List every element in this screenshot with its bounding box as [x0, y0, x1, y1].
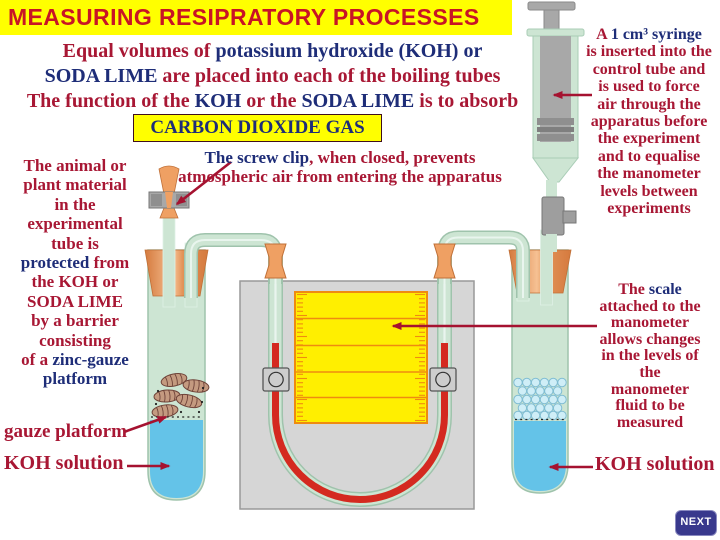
equal-volumes-note: Equal volumes of potassium hydroxide (KO…: [5, 39, 540, 88]
koh-solution-label-left: KOH solution: [4, 452, 124, 474]
koh-function-note: The function of the KOH or the SODA LIME…: [0, 89, 545, 113]
scale-tick-marks: [297, 293, 425, 422]
text-run: SODA LIME: [301, 90, 415, 112]
slide-title-bar: MEASURING RESIPRATORY PROCESSES: [0, 0, 512, 35]
text-run: the manometer: [597, 165, 701, 183]
manometer-u-tube: [268, 246, 452, 507]
text-run: Equal volumes of: [62, 40, 216, 62]
carbon-dioxide-box: CARBON DIOXIDE GAS: [133, 114, 382, 142]
text-run: the: [639, 363, 661, 381]
text-run: consisting: [39, 330, 111, 350]
text-run: of a: [21, 350, 53, 370]
text-run: The screw clip: [204, 148, 310, 167]
text-run: , when closed, prevents: [309, 148, 476, 167]
text-run: potassium hydroxide (KOH) or: [215, 40, 483, 62]
text-run: measured: [616, 413, 684, 431]
text-run: is inserted into the: [586, 43, 712, 61]
gauze-platform-arrow: [123, 415, 168, 434]
manometer-clip-left: [262, 367, 290, 392]
text-run: SODA LIME: [44, 64, 158, 87]
glass-beads: [513, 377, 567, 421]
text-run: the experiment: [597, 130, 701, 148]
text-run: The: [618, 281, 649, 298]
text-run: tube is: [51, 233, 99, 253]
text-run: experiments: [607, 200, 691, 218]
animal-material-maggots: [151, 373, 210, 418]
text-run: levels between: [600, 182, 698, 200]
rubber-connector-left: [264, 243, 287, 279]
text-run: SODA LIME: [27, 291, 123, 311]
syringe: [526, 1, 585, 252]
control-boiling-tube: [437, 229, 572, 494]
koh-solution-right: [514, 421, 566, 491]
text-run: The function of the: [26, 90, 195, 112]
text-run: and to equalise: [597, 147, 701, 165]
text-run: or the: [241, 90, 302, 112]
text-run: manometer: [610, 314, 690, 332]
text-run: is to absorb: [414, 90, 519, 112]
gauze-platform-label: gauze platform: [4, 421, 127, 442]
text-run: experimental: [27, 214, 123, 234]
text-run: 1 cm³ syringe: [610, 26, 702, 43]
text-run: scale: [648, 281, 682, 298]
text-run: fluid to be: [615, 397, 685, 415]
text-run: apparatus before: [590, 113, 708, 131]
text-run: in the: [54, 194, 96, 214]
text-run: A: [596, 26, 611, 43]
text-run: platform: [42, 369, 108, 389]
manometer-clip-right: [429, 367, 457, 392]
page-title: MEASURING RESIPRATORY PROCESSES: [8, 4, 480, 30]
text-run: The animal or: [23, 156, 127, 175]
text-run: are placed into each of the boiling tube…: [157, 64, 501, 87]
next-button[interactable]: NEXT: [675, 510, 717, 536]
text-run: is used to force: [598, 78, 700, 96]
rubber-bung-left: [144, 249, 209, 297]
text-run: plant material: [23, 175, 127, 195]
text-run: attached to the: [599, 297, 701, 315]
text-run: zinc-gauze: [52, 350, 129, 370]
text-run: air through the: [597, 95, 701, 113]
text-run: allows changes: [599, 330, 701, 348]
text-run: by a barrier: [31, 311, 119, 331]
rubber-connector-right: [433, 243, 456, 279]
text-run: in the levels of: [601, 347, 699, 365]
koh-solution-left: [150, 420, 203, 498]
manometer-scale: [294, 291, 428, 424]
text-run: control tube and: [592, 60, 706, 78]
text-run: KOH: [194, 90, 242, 112]
manometer-fluid: [272, 343, 448, 503]
text-run: manometer: [610, 380, 690, 398]
text-run: atmospheric air from entering the appara…: [178, 166, 502, 186]
text-run: the KOH or: [31, 272, 119, 292]
screw-clip-arrow: [175, 160, 232, 206]
text-run: protected: [20, 253, 90, 273]
text-run: from: [89, 253, 130, 273]
syringe-valve: [541, 196, 565, 236]
koh-solution-label-right: KOH solution: [595, 453, 715, 475]
annotation-arrows: [123, 91, 597, 471]
